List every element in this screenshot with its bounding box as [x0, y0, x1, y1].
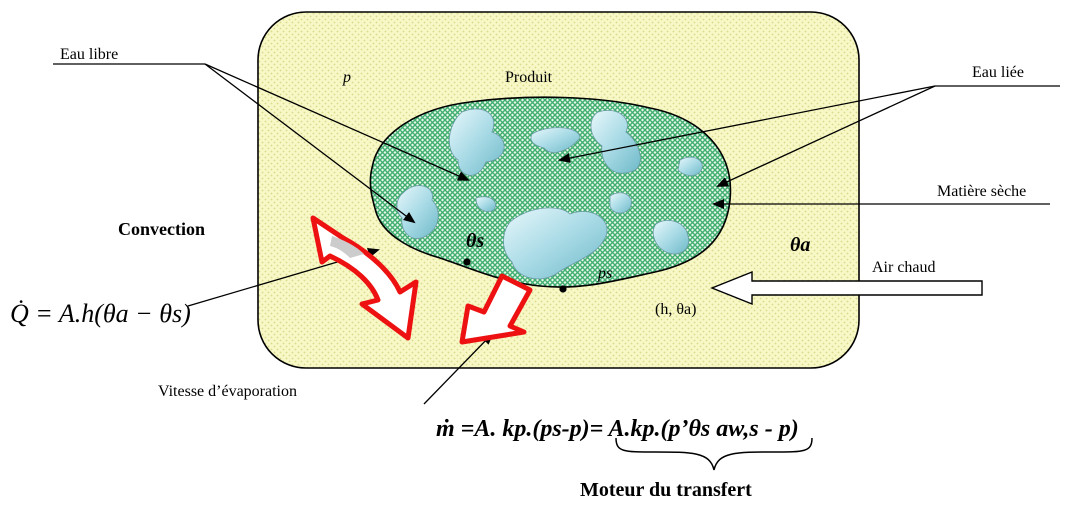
water-pocket	[590, 110, 641, 174]
transfer-brace	[615, 437, 813, 471]
water-pocket	[530, 127, 581, 153]
pointer-vitesse	[423, 332, 494, 405]
water-pocket	[609, 192, 632, 214]
water-pocket	[503, 207, 608, 280]
surface-point-theta-s	[463, 258, 471, 266]
surface-point-ps	[559, 285, 567, 293]
water-pocket	[652, 220, 690, 255]
eau-liee-label: Eau liée	[972, 64, 1024, 81]
pointer-eau-libre-2	[204, 63, 416, 224]
water-pocket	[475, 196, 496, 212]
air-chaud-label: Air chaud	[872, 259, 936, 276]
pointer-eau-libre-1	[204, 63, 470, 181]
heat-flux-equation: Q̇ = A.h(θa − θs)	[10, 299, 191, 328]
convection-arrow	[310, 215, 419, 341]
ps-label: ps	[597, 265, 612, 282]
p-product-label: p	[342, 69, 351, 86]
evaporation-arrow	[459, 273, 533, 345]
theta-a-label: θa	[790, 234, 810, 256]
h-theta-a-label: (h, θa)	[655, 301, 696, 318]
theta-s-label: θs	[466, 230, 484, 252]
matiere-seche-label: Matière sèche	[937, 183, 1026, 200]
hot-air-arrow	[710, 270, 983, 306]
convection-label: Convection	[118, 219, 205, 239]
water-pocket	[449, 108, 505, 176]
vitesse-label: Vitesse d’évaporation	[158, 383, 297, 400]
mass-flux-equation: ṁ =A. kp.(ps-p)= A.kp.(p’θs aw,s - p)	[436, 416, 799, 442]
moteur-label: Moteur du transfert	[580, 479, 752, 501]
water-pocket	[677, 156, 703, 176]
water-pockets	[396, 108, 703, 280]
produit-label: Produit	[505, 69, 553, 86]
pointer-eau-liee-1	[558, 85, 936, 163]
pointer-eau-liee-2	[716, 85, 936, 187]
eau-libre-label: Eau libre	[60, 46, 118, 63]
